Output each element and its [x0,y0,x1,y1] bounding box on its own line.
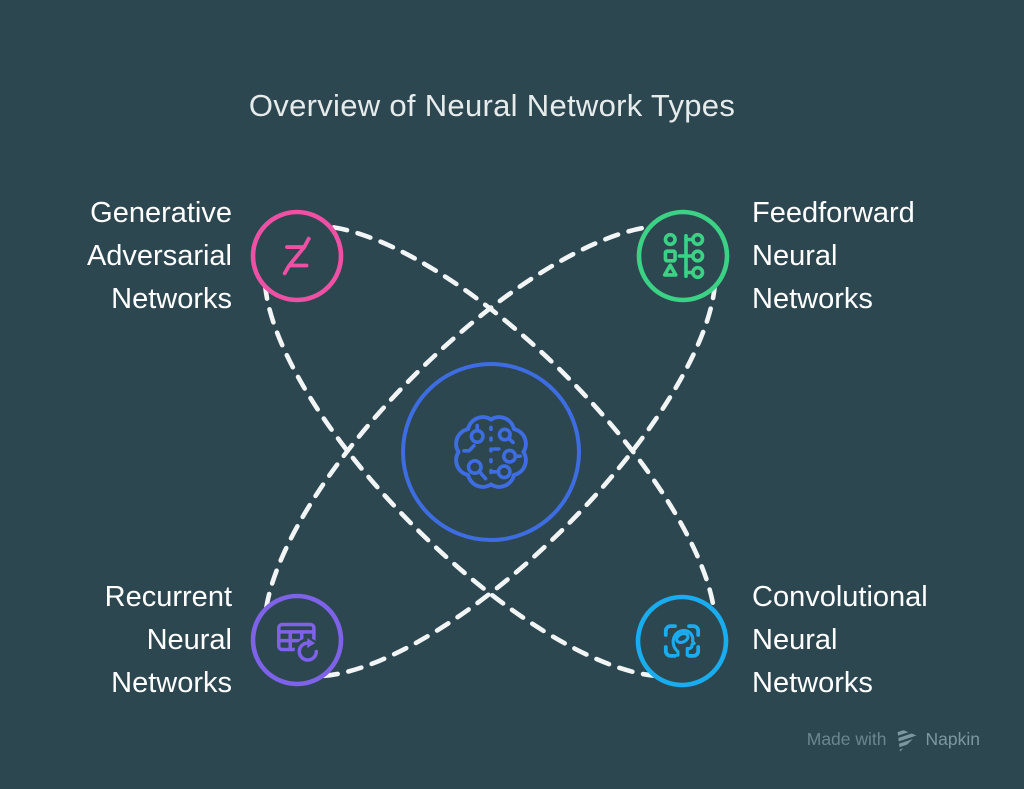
label-line: Neural [752,240,838,272]
label-line: Feedforward [752,197,915,229]
label-line: Networks [752,667,873,699]
label-line: Neural [146,624,232,656]
node-feedforward[interactable] [636,209,730,303]
gan-lightning-z-icon [282,236,311,276]
label-line: Adversarial [86,240,232,272]
node-convolutional[interactable] [635,594,729,688]
label-line: Generative [90,197,232,229]
label-line: Networks [111,283,232,315]
table-refresh-icon [277,622,322,665]
label-convolutional: Convolutional Neural Networks [752,576,928,705]
watermark-brand: Napkin [925,729,980,749]
brain-circuit-icon [454,415,528,489]
label-line: Convolutional [752,581,928,613]
watermark: Made with Napkin [807,727,980,752]
label-generative-adversarial: Generative Adversarial Networks [87,192,232,321]
label-line: Networks [752,283,873,315]
label-line: Recurrent [104,581,232,613]
label-feedforward: Feedforward Neural Networks [752,192,915,321]
watermark-prefix: Made with [806,729,887,749]
node-recurrent[interactable] [250,593,344,687]
napkin-stripes-icon [896,727,917,752]
label-recurrent: Recurrent Neural Networks [105,576,232,705]
feedforward-layers-icon [662,232,705,280]
label-line: Neural [752,624,838,656]
node-generative-adversarial[interactable] [250,209,344,303]
page-title: Overview of Neural Network Types [248,88,736,123]
label-line: Networks [111,667,232,699]
node-center-brain[interactable] [401,362,581,542]
face-scan-icon [663,624,701,658]
